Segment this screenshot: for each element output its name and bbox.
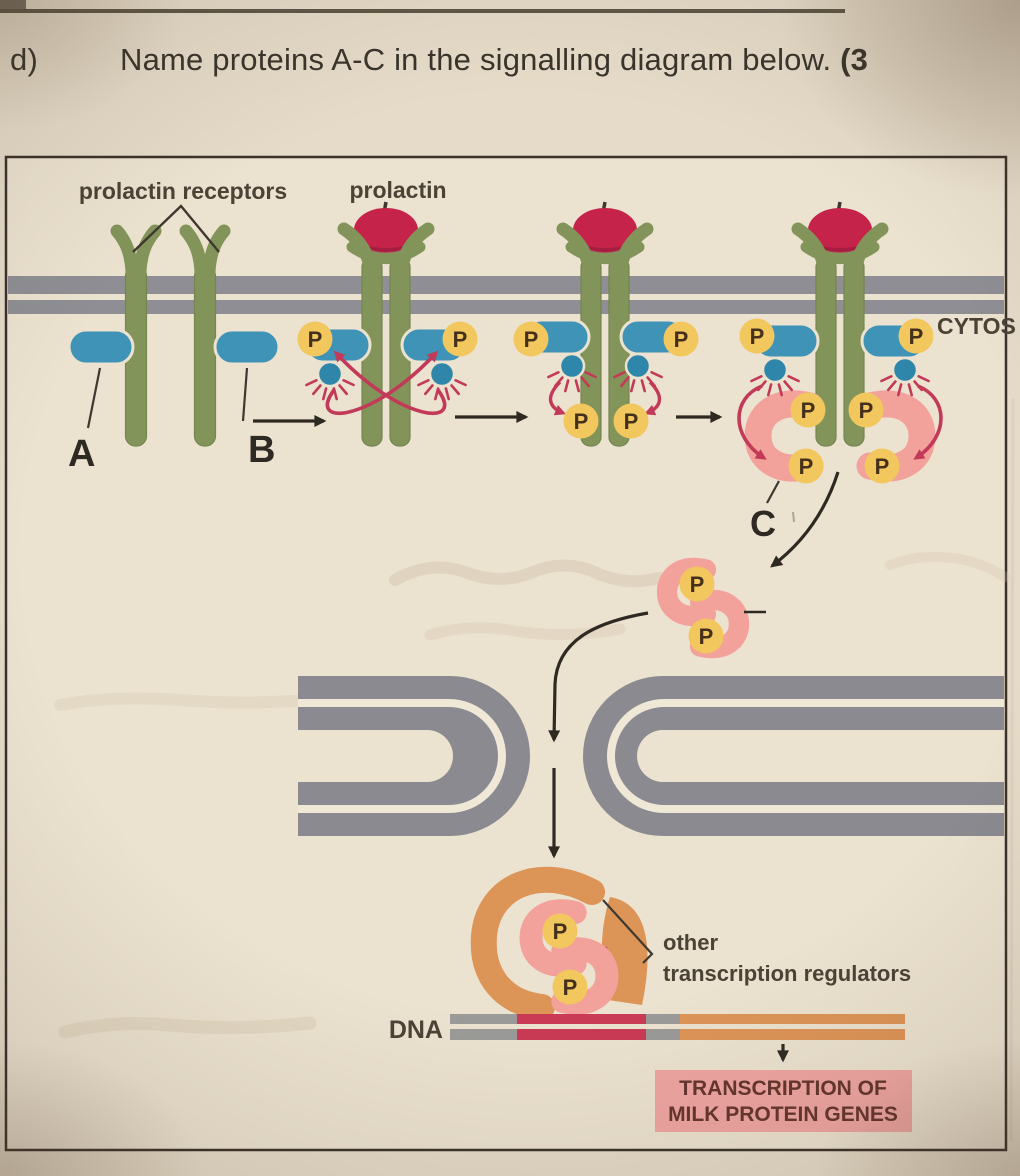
question-text: Name proteins A-C in the signalling diag… — [120, 42, 868, 78]
stat-release-arrow — [770, 471, 840, 568]
prolactin-receptors-pointer — [132, 204, 220, 253]
regulators-pointer — [602, 899, 654, 964]
page-top-corner-shadow — [0, 0, 26, 9]
other-regulators-line1: other — [663, 930, 718, 955]
cross-phosphorylation-arrows — [325, 350, 447, 416]
protein-b-label: B — [248, 429, 275, 471]
protein-c-annotation: C — [750, 480, 795, 544]
dna-label: DNA — [389, 1016, 443, 1044]
dna-track: DNA — [389, 1014, 905, 1044]
nuclear-import-arrows — [548, 611, 649, 859]
prolactin-ligand — [354, 208, 418, 252]
protein-c-label: C — [750, 503, 776, 544]
jak-kinase-a — [67, 328, 135, 366]
question-item-label: d) — [10, 42, 38, 77]
top-labels: prolactin receptors prolactin — [79, 177, 447, 253]
other-regulators-line2: transcription regulators — [663, 961, 911, 986]
plasma-membrane — [8, 276, 1004, 314]
dna-strand-bottom — [450, 1029, 905, 1040]
outcome-box: TRANSCRIPTION OF MILK PROTEIN GENES — [655, 1070, 912, 1132]
stage-3-tail-phosphorylation — [513, 201, 699, 447]
transcription-complex: other transcription regulators — [470, 866, 911, 1020]
paper-show-through — [54, 398, 1015, 1142]
regulator-arc — [470, 866, 605, 1020]
outcome-line1: TRANSCRIPTION OF — [679, 1077, 887, 1100]
outcome-line2: MILK PROTEIN GENES — [668, 1103, 898, 1126]
cytosol-label: CYTOS — [937, 313, 1016, 339]
stage-2-dimer-crossphosphorylation — [297, 201, 478, 447]
protein-a-label: A — [68, 433, 95, 475]
stat-phosphorylation-arrows — [737, 384, 943, 460]
nuclear-envelope — [298, 676, 1004, 836]
free-stat-dimer — [667, 567, 766, 654]
question-marks: (3 — [840, 42, 869, 77]
jak-kinase-b — [213, 328, 281, 366]
prolactin-receptors-label: prolactin receptors — [79, 178, 287, 204]
dna-strand-top — [450, 1014, 905, 1024]
question-text-body: Name proteins A-C in the signalling diag… — [120, 42, 841, 77]
page-top-edge-line — [0, 9, 845, 13]
stage-4-stat-recruitment — [737, 201, 943, 484]
tail-phosphorylation-arrows — [548, 380, 662, 416]
prolactin-label: prolactin — [349, 177, 446, 203]
